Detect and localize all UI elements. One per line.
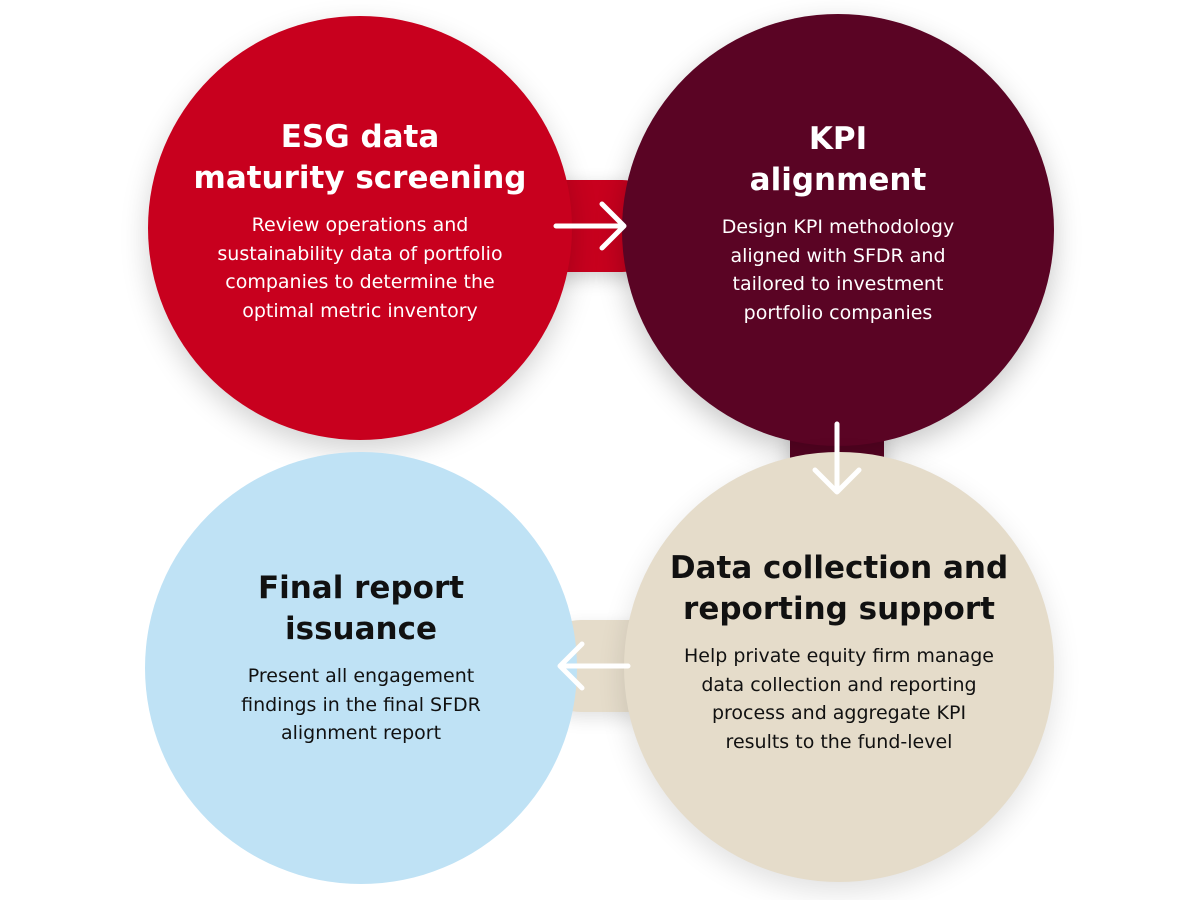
arrow-down-icon	[809, 420, 865, 500]
step-description: Review operations and sustainability dat…	[217, 214, 503, 322]
step-description: Present all engagement findings in the f…	[241, 665, 481, 745]
step-esg-screening: ESG data maturity screening Review opera…	[148, 16, 572, 440]
arrow-left-icon	[552, 638, 632, 694]
step-title: Final report issuance	[257, 570, 465, 648]
arrow-right-icon	[552, 198, 632, 254]
step-data-collection: Data collection and reporting support He…	[624, 452, 1054, 882]
step-description: Design KPI methodology aligned with SFDR…	[721, 216, 955, 324]
step-title: ESG data maturity screening	[193, 119, 527, 196]
step-title: KPI alignment	[749, 121, 927, 198]
step-kpi-alignment: KPI alignment Design KPI methodology ali…	[622, 14, 1054, 446]
step-final-report: Final report issuance Present all engage…	[145, 452, 577, 884]
step-title: Data collection and reporting support	[669, 550, 1009, 627]
step-description: Help private equity firm manage data col…	[684, 645, 994, 753]
